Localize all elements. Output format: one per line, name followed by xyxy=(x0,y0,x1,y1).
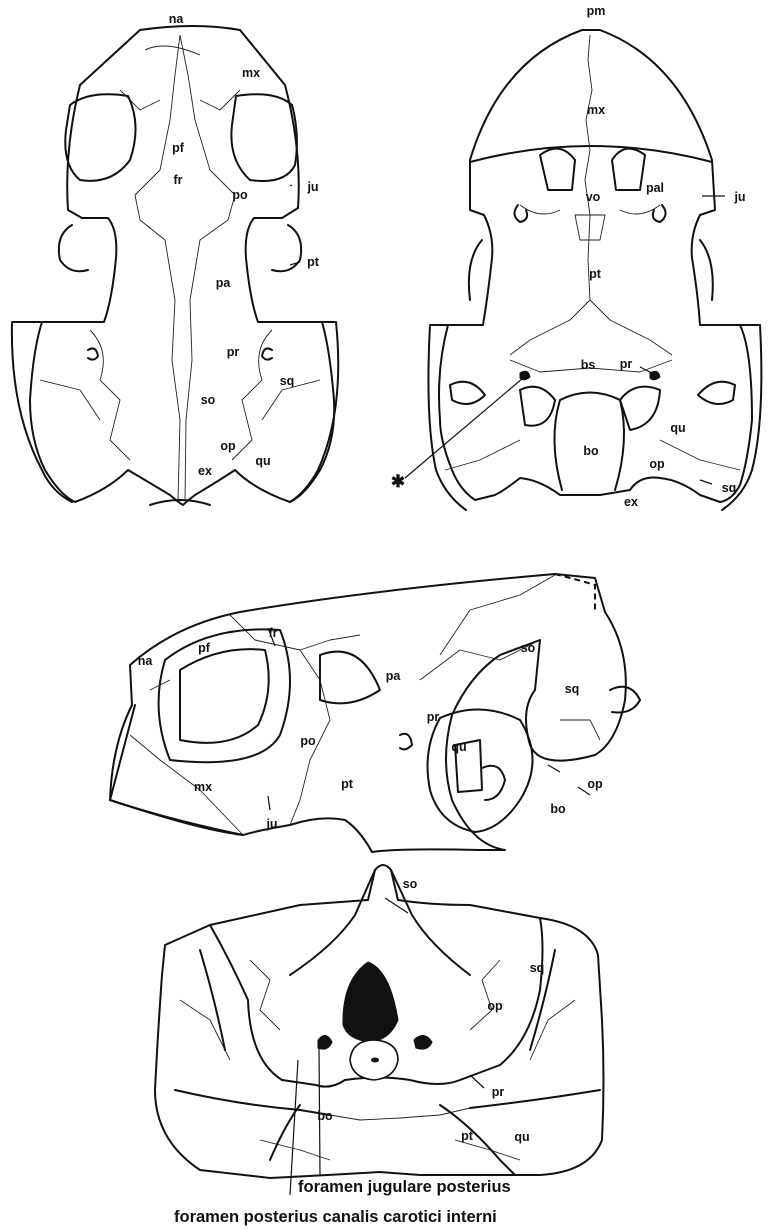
posterior-label-op: op xyxy=(487,999,503,1013)
dorsal-label-ju: ju xyxy=(306,180,318,194)
ventral-label-vo: vo xyxy=(586,190,601,204)
lateral-label-op: op xyxy=(587,777,603,791)
posterior-label-pr: pr xyxy=(492,1085,505,1099)
dorsal-label-fr: fr xyxy=(173,173,182,187)
lateral-label-fr: fr xyxy=(268,626,277,640)
ventral-label-pm: pm xyxy=(587,4,606,18)
lateral-label-pt: pt xyxy=(341,777,354,791)
posterior-label-sq: sq xyxy=(530,961,545,975)
ventral-label-op: op xyxy=(649,457,665,471)
ventral-label-sq: sq xyxy=(722,481,737,495)
dorsal-label-pr: pr xyxy=(227,345,240,359)
dorsal-label-pf: pf xyxy=(172,141,185,155)
caption-foramen-jugulare: foramen jugulare posterius xyxy=(298,1178,511,1196)
lateral-label-so: so xyxy=(521,641,536,655)
dorsal-label-so: so xyxy=(201,393,216,407)
dorsal-label-pa: pa xyxy=(216,276,232,290)
posterior-label-pt: pt xyxy=(461,1129,474,1143)
posterior-label-so: so xyxy=(403,877,418,891)
ventral-label-ex: ex xyxy=(624,495,638,509)
dorsal-label-ex: ex xyxy=(198,464,212,478)
ventral-label-qu: qu xyxy=(670,421,685,435)
lateral-label-po: po xyxy=(300,734,316,748)
lateral-label-mx: mx xyxy=(194,780,212,794)
lateral-label-pr: pr xyxy=(427,710,440,724)
posterior-view: so sq op ex pr bo pt qu foramen jugulare… xyxy=(155,865,604,1226)
ventral-view: pm mx pal vo ju pt bs pr qu bo op sq ex … xyxy=(391,4,762,510)
dorsal-label-qu: qu xyxy=(255,454,270,468)
lateral-label-ju: ju xyxy=(265,817,277,831)
ventral-label-pal: pal xyxy=(646,181,664,195)
ventral-label-bs: bs xyxy=(581,358,596,372)
dorsal-label-sq: sq xyxy=(280,374,295,388)
ventral-label-bo: bo xyxy=(583,444,599,458)
ventral-label-pr: pr xyxy=(620,357,633,371)
caption-foramen-carotid: foramen posterius canalis carotici inter… xyxy=(174,1208,497,1226)
ventral-label-ju: ju xyxy=(733,190,745,204)
dorsal-view: na mx pf fr po ju pt pa pr sq so op ex q… xyxy=(12,12,338,505)
lateral-label-sq: sq xyxy=(565,682,580,696)
dorsal-label-pt: pt xyxy=(307,255,320,269)
dorsal-label-mx: mx xyxy=(242,66,260,80)
lateral-label-pa: pa xyxy=(386,669,402,683)
posterior-label-bo: bo xyxy=(317,1109,333,1123)
lateral-view: pf fr na pa so sq pr po qu op bo pt mx j… xyxy=(110,574,640,852)
dorsal-label-po: po xyxy=(232,188,248,202)
ventral-asterisk-marker: ✱ xyxy=(391,472,405,491)
ventral-label-pt: pt xyxy=(589,267,602,281)
lateral-label-pf: pf xyxy=(198,641,211,655)
ventral-label-mx: mx xyxy=(587,103,605,117)
posterior-label-qu: qu xyxy=(514,1130,529,1144)
posterior-label-ex: ex xyxy=(414,1033,428,1047)
lateral-label-qu: qu xyxy=(451,740,466,754)
lateral-label-bo: bo xyxy=(550,802,566,816)
lateral-label-na: na xyxy=(138,654,154,668)
dorsal-label-op: op xyxy=(220,439,236,453)
dorsal-label-na: na xyxy=(169,12,185,26)
